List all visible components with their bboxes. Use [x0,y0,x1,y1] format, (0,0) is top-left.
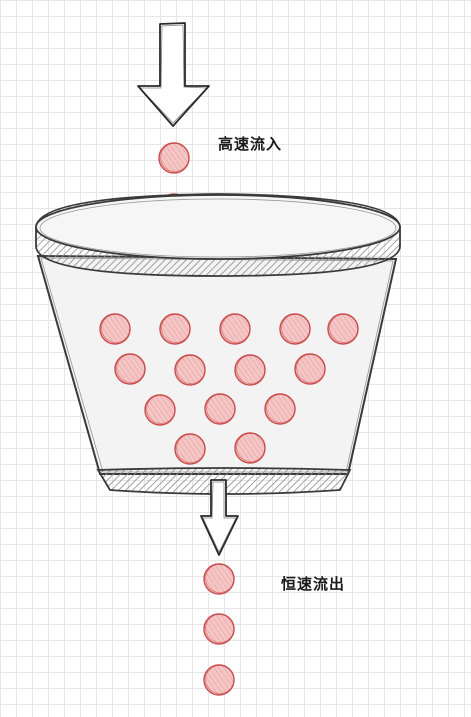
bucket-ball [204,393,236,425]
outflow-ball [203,613,235,645]
outflow-label: 恒速流出 [281,575,346,593]
bucket-ball [264,393,296,425]
inflow-ball [158,142,190,174]
inflow-label: 高速流入 [218,135,283,153]
bucket-ball [159,313,191,345]
bucket-ball [219,313,251,345]
bucket-ball [174,354,206,386]
bucket-ball [234,354,266,386]
bucket-rim-top [35,194,401,260]
bucket-ball [174,433,206,465]
bucket-ball [114,353,146,385]
bucket-balls [99,313,359,465]
outflow-arrow-icon [200,479,239,556]
bucket-ball [144,394,176,426]
outflow-ball [203,664,235,696]
outflow-ball [203,563,235,595]
inflow-arrow-icon [137,22,210,127]
bucket-ball [327,313,359,345]
bucket-ball [234,432,266,464]
outflow-balls [203,563,235,696]
bucket-body [36,254,398,475]
bucket-ball [279,313,311,345]
bucket-ball [294,353,326,385]
bucket-ball [99,313,131,345]
